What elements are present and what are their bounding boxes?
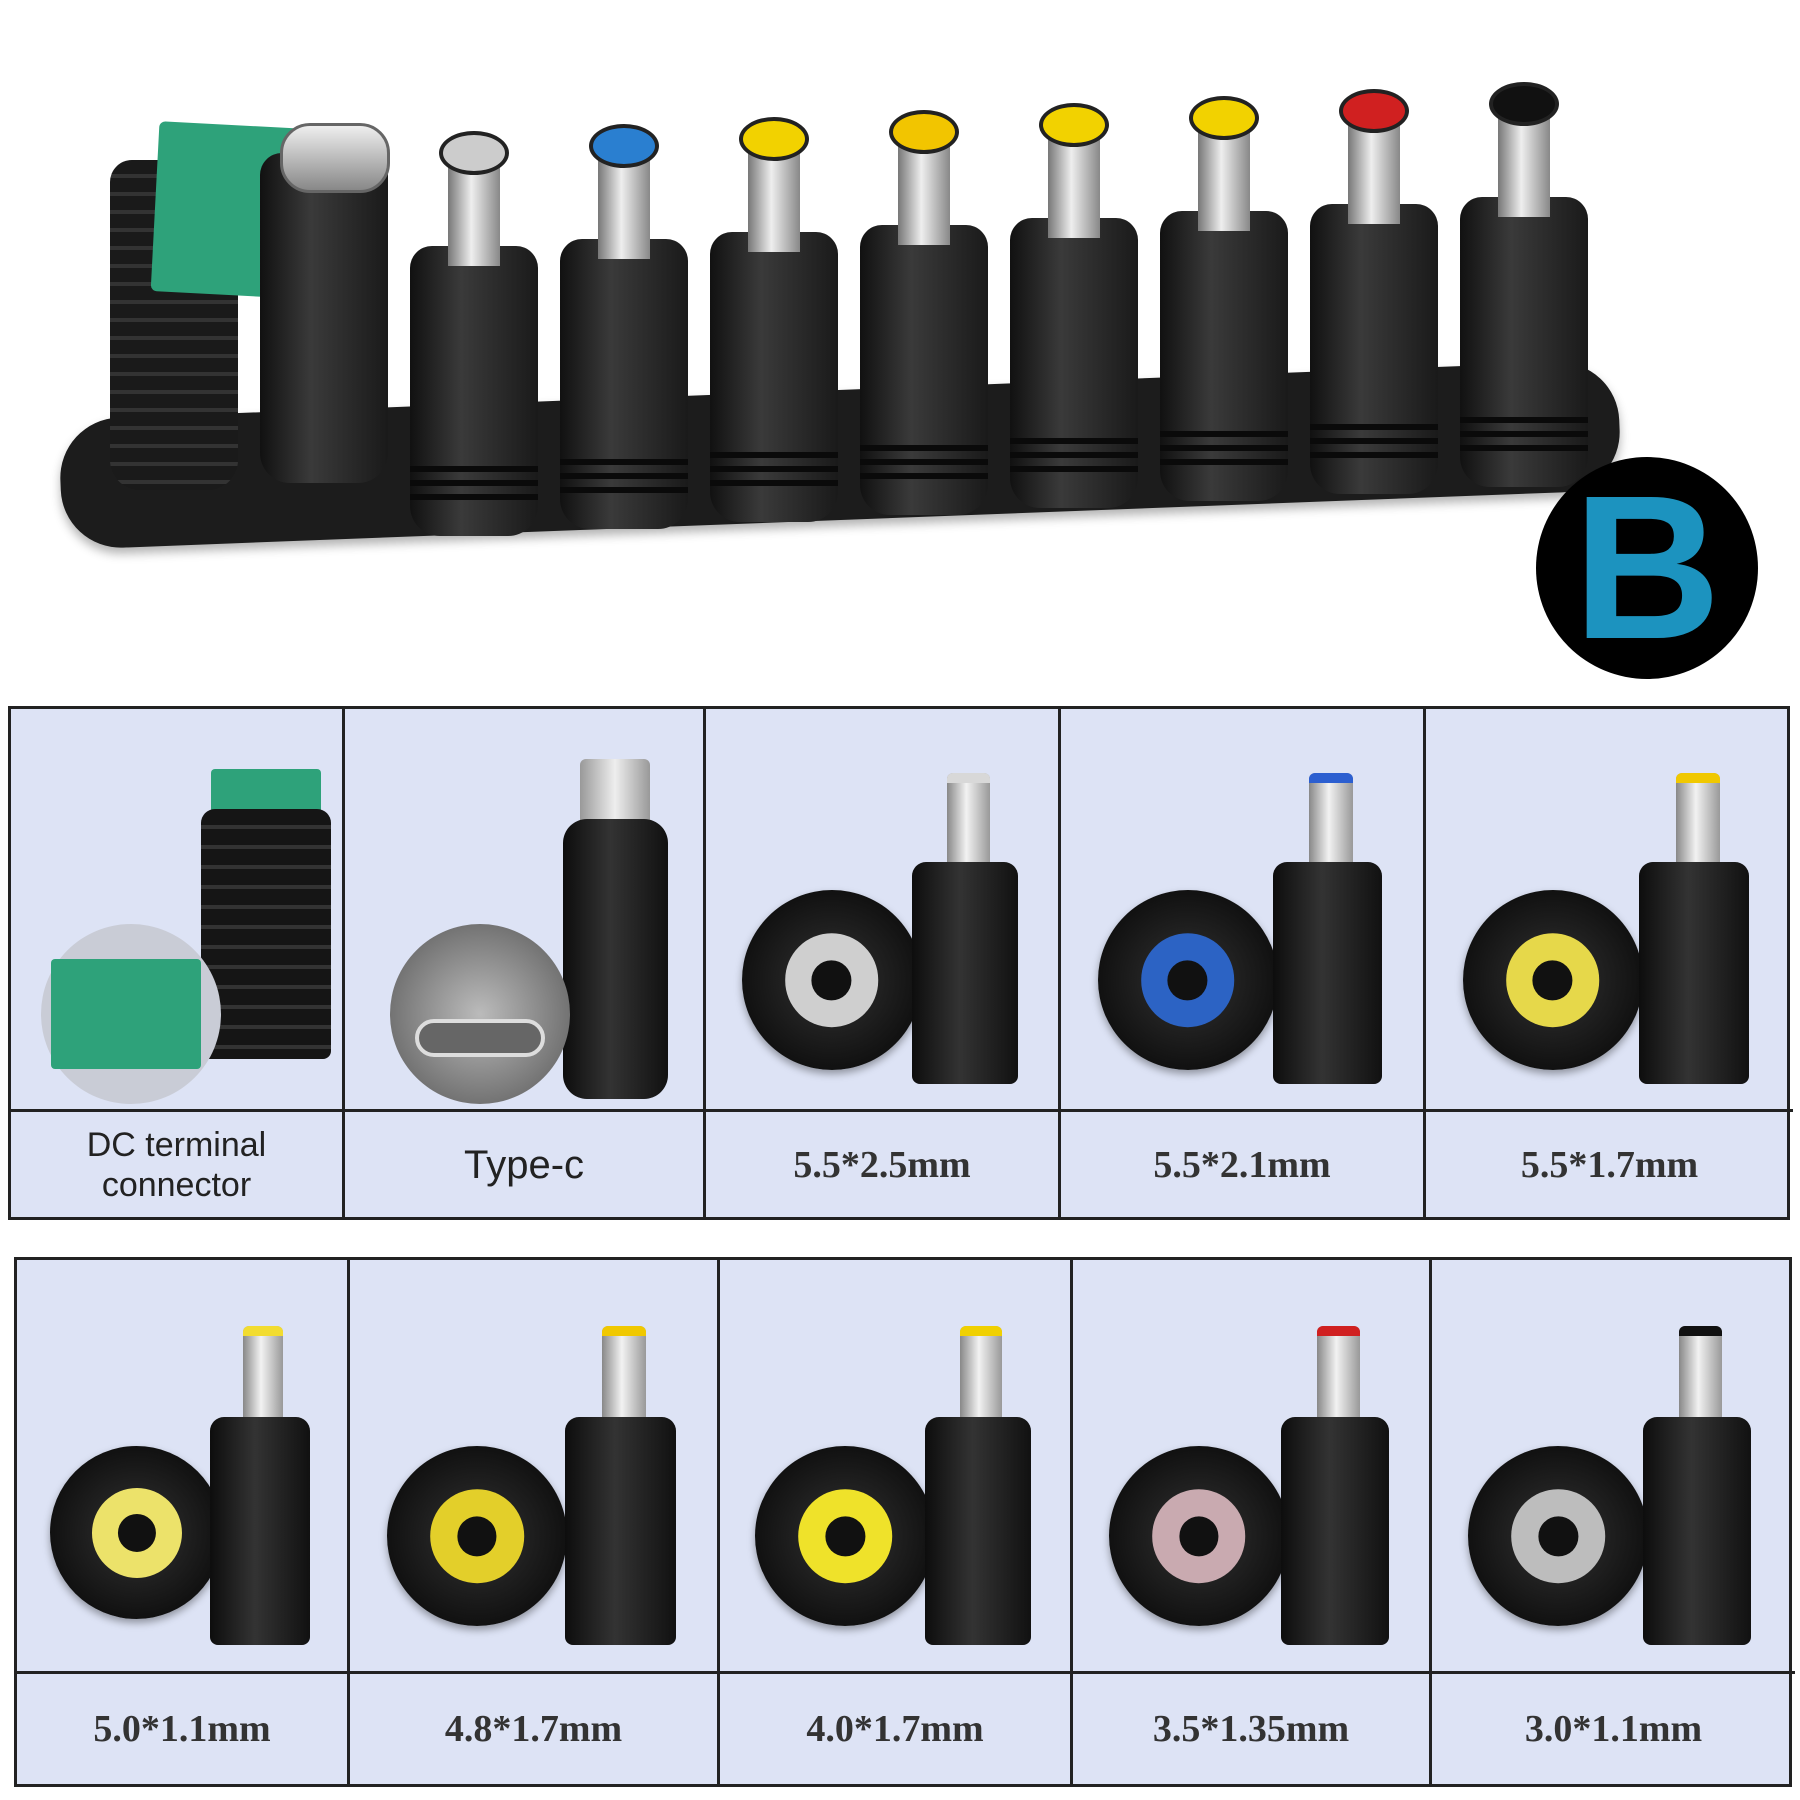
cell-label: 3.0*1.1mm [1524,1708,1703,1750]
adapter-cell: 3.5*1.35mm [1073,1260,1432,1784]
plug-barrel [911,862,1019,1084]
variant-badge: B [1536,457,1758,679]
adapter-cell: 4.8*1.7mm [350,1260,720,1784]
cell-label: DC terminal [86,1125,267,1164]
adapter-set-photo [0,0,1800,640]
adapter-photo [706,709,1058,1112]
adapter-cell: Type-c [345,709,706,1217]
adapter-photo [345,709,703,1112]
cell-label: connector [101,1165,252,1204]
adapter-plug [100,121,310,540]
adapter-cell: 5.5*2.1mm [1061,709,1426,1217]
cell-label: 4.0*1.7mm [806,1708,984,1750]
cell-label: 5.5*1.7mm [1520,1143,1699,1186]
adapter-photo [720,1260,1070,1674]
adapter-plug [550,119,700,529]
adapter-table-bottom: 5.0*1.1mm 4.8*1.7mm 4.0*1.7mm 3.5*1.35mm… [14,1257,1795,1787]
adapter-plug [400,126,550,536]
adapter-cell: 5.5*2.5mm [706,709,1061,1217]
adapter-cell: 5.0*1.1mm [17,1260,350,1784]
cell-label: 5.0*1.1mm [93,1708,271,1750]
cell-label: 5.5*2.1mm [1153,1143,1331,1186]
adapter-plug [700,112,850,522]
plug-barrel [1642,1417,1752,1645]
cell-label: 3.5*1.35mm [1152,1708,1350,1750]
adapter-photo [1432,1260,1795,1674]
adapter-plug [1300,84,1450,494]
adapter-plug [1450,77,1600,487]
adapter-photo [350,1260,717,1674]
plug-barrel [1281,1417,1389,1645]
cell-label: 4.8*1.7mm [444,1708,623,1750]
plug-barrel [564,1417,676,1645]
plug-face [387,1446,567,1627]
plug-face [1462,890,1643,1071]
adapter-plug [250,123,400,533]
plug-face [1097,890,1278,1071]
cell-label: 5.5*2.5mm [793,1143,971,1186]
adapter-cell: 5.5*1.7mm [1426,709,1793,1217]
adapter-photo [1426,709,1793,1112]
plug-face [1468,1446,1649,1627]
adapter-cell: 3.0*1.1mm [1432,1260,1795,1784]
adapter-photo [1061,709,1423,1112]
adapter-plug [1150,91,1300,501]
adapter-plug [850,105,1000,515]
adapter-photo [17,1260,347,1674]
usb-c-plug [580,759,650,829]
plug-face [755,1446,936,1627]
plug-face [50,1446,224,1620]
plug-barrel [1638,862,1749,1084]
adapter-photo [11,709,342,1112]
plug-barrel [1272,862,1383,1084]
plug-face [1108,1446,1289,1627]
plug-barrel [924,1417,1031,1645]
usb-c-plug [280,123,390,193]
adapter-photo [1073,1260,1429,1674]
adapter-cell: 4.0*1.7mm [720,1260,1073,1784]
cell-label: Type-c [463,1142,585,1187]
plug-face [741,890,922,1071]
adapter-plug [1000,98,1150,508]
plug-barrel [210,1417,311,1645]
